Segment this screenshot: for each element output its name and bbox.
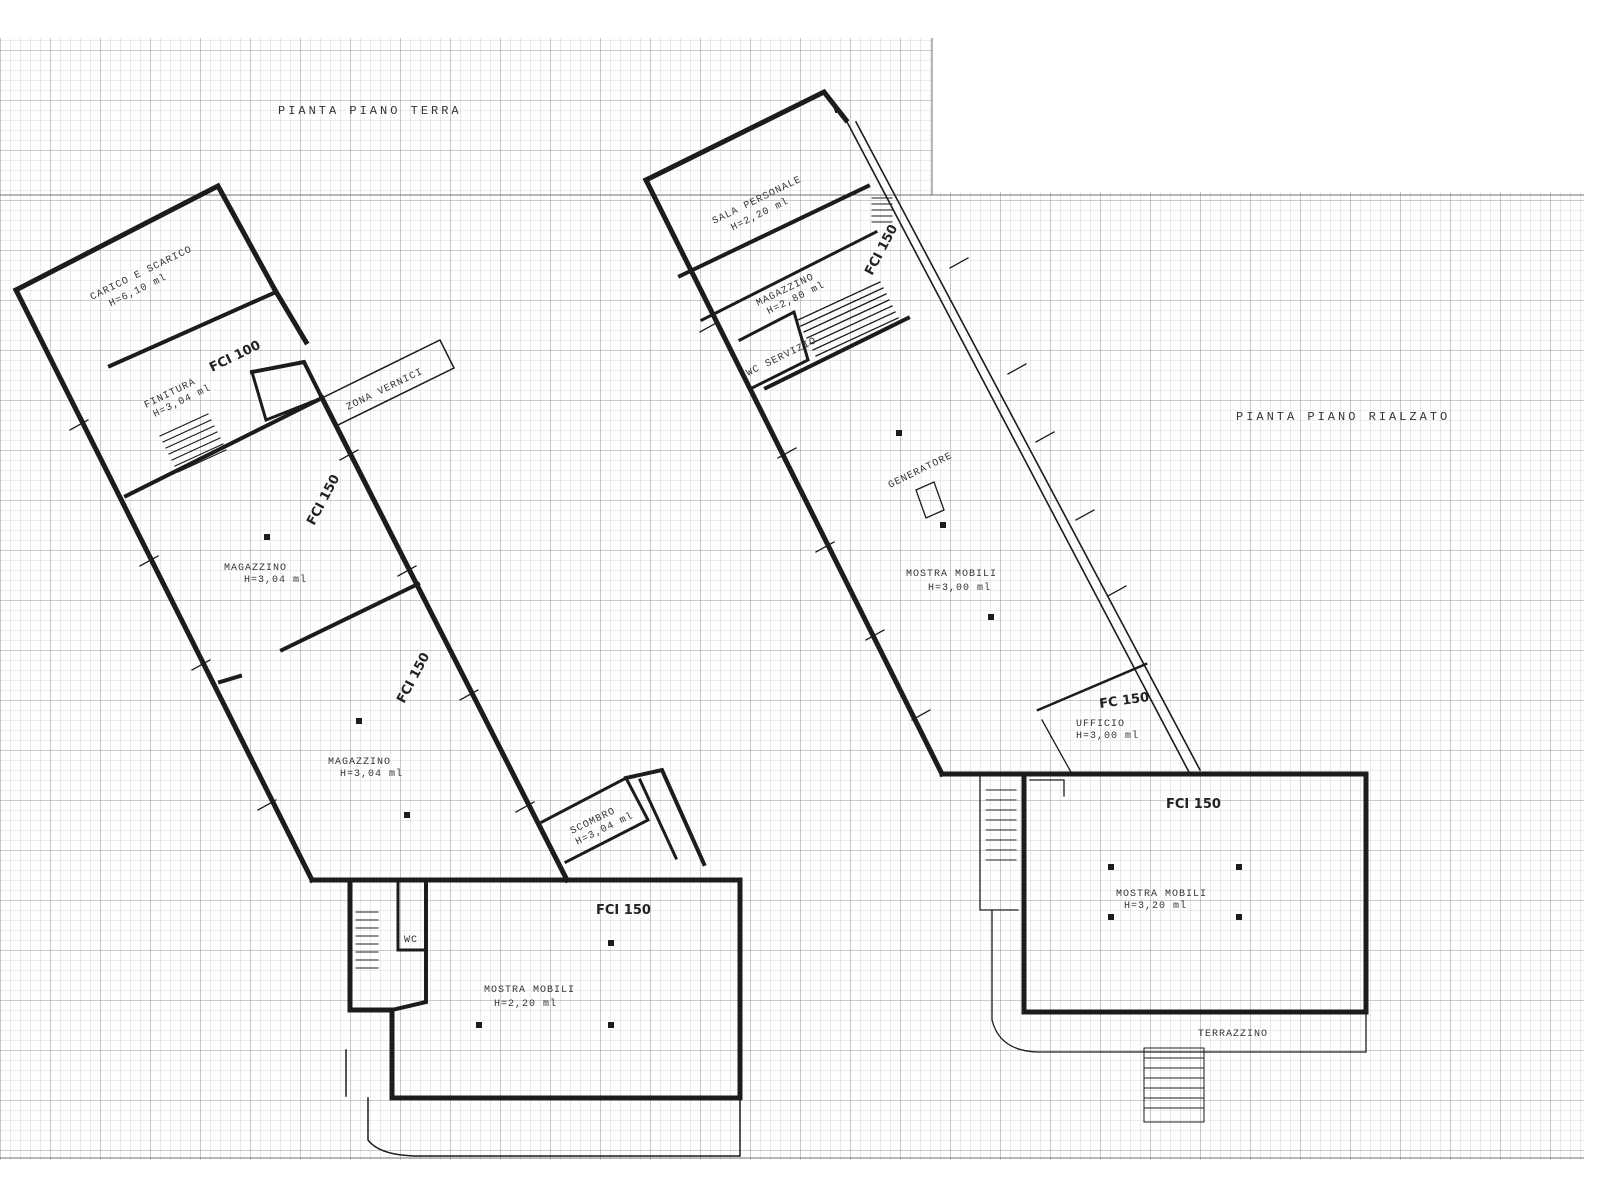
raised-outer-wall-long-right [844, 118, 1192, 776]
ground-outer-wall-left [12, 182, 279, 294]
title-raised-floor: PIANTA PIANO RIALZATO [1236, 410, 1450, 424]
room-store-1: MAGAZZINO [224, 563, 287, 574]
raised-floor-plan [642, 88, 1369, 1123]
title-ground-floor: PIANTA PIANO TERRA [278, 104, 462, 118]
room-raised-showroom: MOSTRA MOBILI [906, 569, 997, 580]
room-raised-showroom-2: MOSTRA MOBILI [1116, 889, 1207, 900]
door-note-g4: FCI 150 [596, 903, 651, 918]
room-store-2-height: H=3,04 ml [340, 768, 403, 780]
room-ground-showroom-height: H=2,20 ml [494, 998, 557, 1010]
room-store-2: MAGAZZINO [328, 757, 391, 768]
ground-floor-plan [12, 182, 743, 1157]
room-office: UFFICIO [1076, 719, 1125, 730]
raised-outer-wall-left [642, 88, 850, 184]
grid-paper [0, 38, 1584, 1160]
room-terrace: TERRAZZINO [1198, 1029, 1268, 1040]
raised-outer-wall-long-left [642, 176, 946, 778]
room-raised-showroom-2-height: H=3,20 ml [1124, 900, 1187, 912]
room-wc: WC [404, 935, 418, 946]
door-note-r3: FCI 150 [1166, 797, 1221, 812]
room-store-1-height: H=3,04 ml [244, 574, 307, 586]
ground-outer-wall-long-right [318, 394, 571, 884]
room-ground-showroom: MOSTRA MOBILI [484, 985, 575, 996]
ground-outer-wall-long-left [12, 286, 316, 884]
door-note-r2: FC 150 [1098, 690, 1150, 712]
room-raised-showroom-height: H=3,00 ml [928, 582, 991, 594]
ground-showroom-walls [309, 877, 743, 1101]
room-office-height: H=3,00 ml [1076, 730, 1139, 742]
